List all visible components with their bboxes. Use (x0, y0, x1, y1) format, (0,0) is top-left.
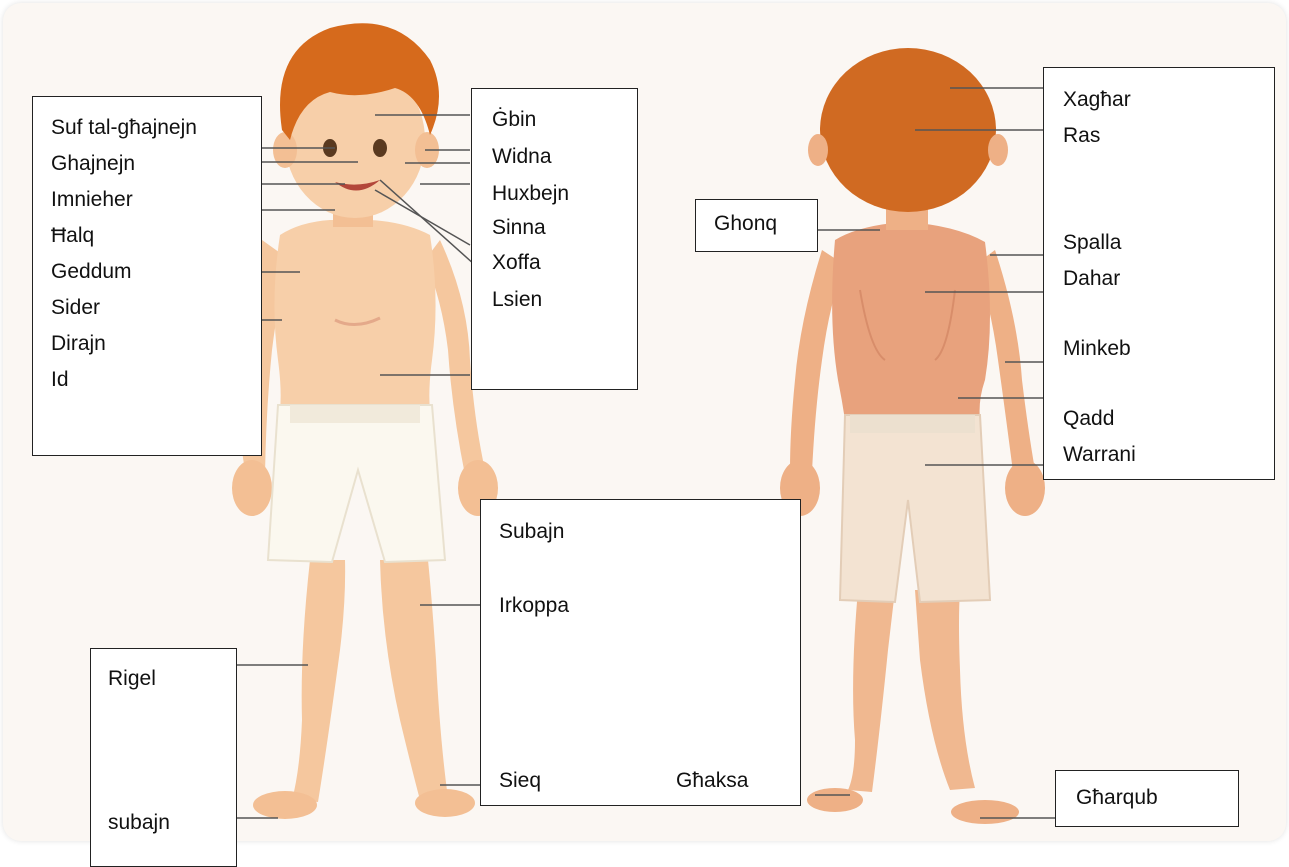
label-cheeks: Huxbejn (492, 183, 569, 204)
label-lip: Xoffa (492, 252, 541, 273)
label-forehead: Ġbin (492, 109, 536, 130)
label-elbow: Minkeb (1063, 338, 1131, 359)
front-boy-figure (232, 23, 498, 819)
label-foot: Sieq (499, 770, 541, 791)
label-knee: Irkoppa (499, 595, 569, 616)
label-teeth: Sinna (492, 217, 546, 238)
label-chin: Geddum (51, 261, 132, 282)
label-leg: Rigel (108, 668, 156, 689)
legs-labels-box (480, 499, 801, 806)
label-mouth: Ħalq (51, 225, 94, 246)
label-back: Dahar (1063, 268, 1120, 289)
label-nose: Imnieher (51, 189, 133, 210)
label-chest: Sider (51, 297, 100, 318)
front-face-labels-box (471, 88, 638, 390)
label-head: Ras (1063, 125, 1100, 146)
label-neck: Ghonq (714, 213, 777, 234)
label-toes: Subajn (499, 521, 564, 542)
label-waist: Qadd (1063, 408, 1114, 429)
label-hair: Xagħar (1063, 89, 1131, 110)
label-toes-lower: subajn (108, 812, 170, 833)
label-eyes: Ghajnejn (51, 153, 135, 174)
label-heel: Għarqub (1076, 787, 1158, 808)
label-hand: Id (51, 369, 69, 390)
label-ankle: Għaksa (676, 770, 748, 791)
label-arms: Dirajn (51, 333, 106, 354)
back-boy-figure (780, 48, 1045, 824)
label-eyelashes: Suf tal-għajnejn (51, 117, 197, 138)
label-tongue: Lsien (492, 289, 542, 310)
label-bottom: Warrani (1063, 444, 1136, 465)
label-ear: Widna (492, 146, 552, 167)
label-shoulder: Spalla (1063, 232, 1121, 253)
